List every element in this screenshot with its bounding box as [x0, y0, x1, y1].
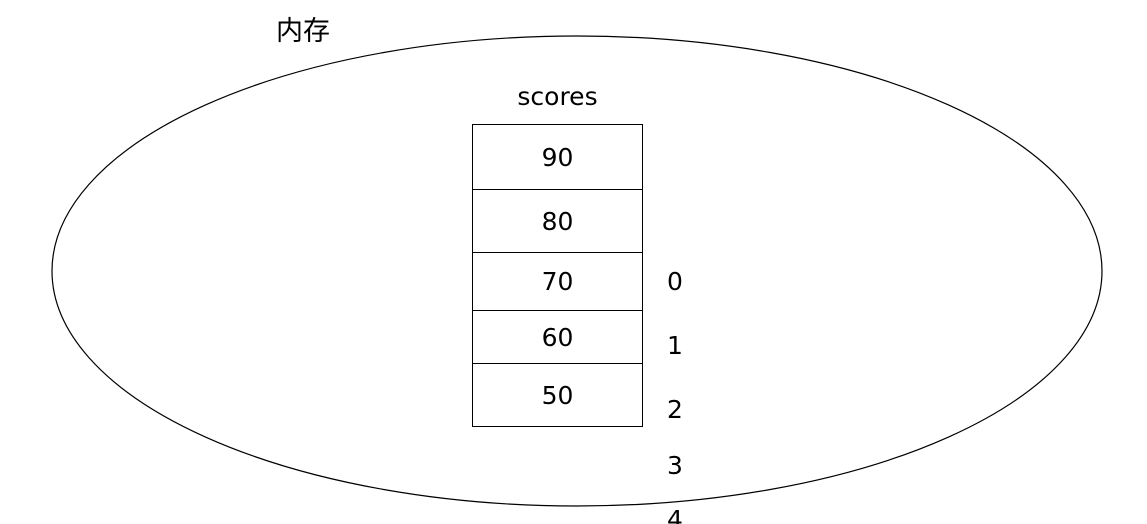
array-cell: 70	[473, 253, 642, 311]
array-cell: 50	[473, 364, 642, 426]
array-index-label: 2	[667, 395, 683, 424]
memory-ellipse-outline	[51, 35, 1103, 507]
array-cell: 60	[473, 311, 642, 364]
array-index-column: 0 1 2 3 4	[660, 124, 690, 524]
array-name-label: scores	[517, 82, 598, 111]
array-table: 90 80 70 60 50	[472, 124, 643, 427]
array-index-label: 4	[667, 505, 683, 524]
array-cell: 80	[473, 190, 642, 253]
array-index-label: 3	[667, 451, 683, 480]
array-index-label: 0	[667, 267, 683, 296]
array-index-label: 1	[667, 331, 683, 360]
array-cell: 90	[473, 125, 642, 190]
memory-label: 内存	[276, 16, 330, 47]
